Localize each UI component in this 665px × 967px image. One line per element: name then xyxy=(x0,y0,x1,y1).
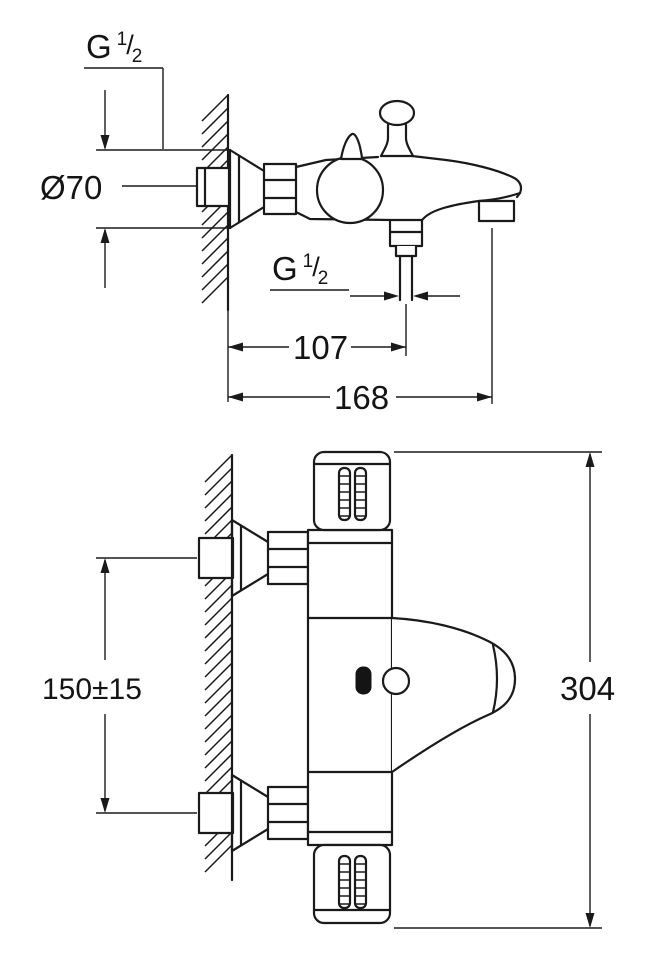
side-view: G1/2 Ø70 G1/2 xyxy=(40,28,523,416)
escutcheon xyxy=(228,148,266,230)
dim-wall-to-shower-outlet: 107 xyxy=(227,304,407,402)
dim-overall-height: 304 xyxy=(394,451,615,929)
spout-front xyxy=(391,616,517,773)
dim-label-107: 107 xyxy=(293,329,348,366)
upper-inlet-fitting xyxy=(197,518,310,598)
mixer-body-front xyxy=(306,450,517,925)
temperature-handle xyxy=(312,450,392,532)
temp-indicator-ring xyxy=(381,666,411,696)
dim-flange-diameter: Ø70 xyxy=(40,90,231,288)
aerator xyxy=(477,199,516,223)
volume-handle xyxy=(312,843,392,925)
inlet-pipe-fitting xyxy=(195,166,231,208)
dim-inlet-spacing: 150±15 xyxy=(42,557,197,814)
diverter-button xyxy=(355,666,372,695)
body-column xyxy=(306,528,394,847)
dim-label-168: 168 xyxy=(334,379,389,416)
dim-label-150: 150±15 xyxy=(42,673,142,706)
dimensions-front-view: 150±15 304 xyxy=(42,451,615,929)
dim-wall-to-spout-outlet: 168 xyxy=(228,228,493,416)
lever xyxy=(339,132,364,161)
dim-label-flange-diameter: Ø70 xyxy=(40,169,102,206)
handle-dome xyxy=(315,155,385,225)
union-nut xyxy=(262,162,298,216)
diverter-knob xyxy=(378,99,416,158)
grip-ridges-bottom xyxy=(337,854,368,910)
grip-ridges-top xyxy=(337,466,368,522)
shower-outlet xyxy=(388,218,424,302)
mixer-body-side xyxy=(294,99,523,302)
front-view: 150±15 304 xyxy=(42,450,615,929)
dim-label-304: 304 xyxy=(560,670,615,707)
lower-inlet-fitting xyxy=(197,773,310,853)
